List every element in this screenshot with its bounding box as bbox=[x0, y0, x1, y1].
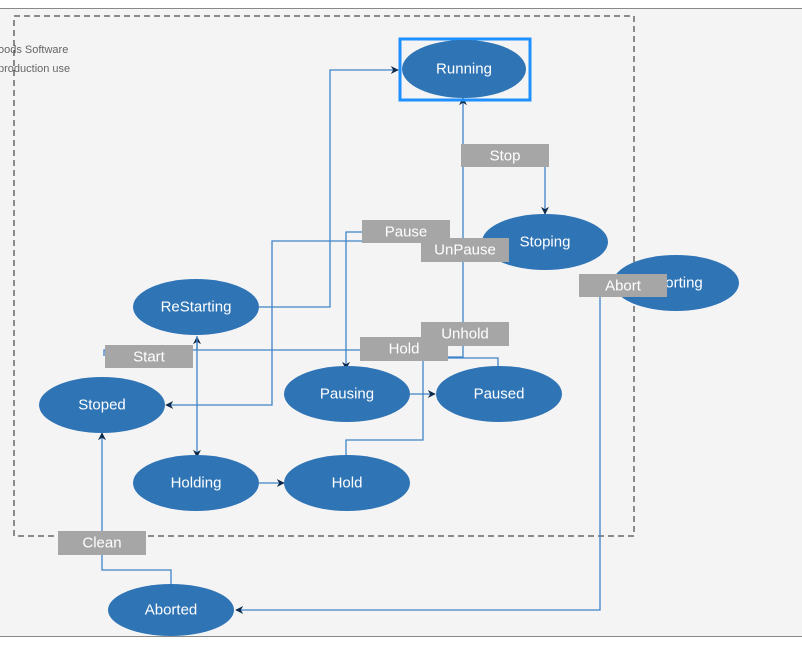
state-diagram: oods Software production use Running bbox=[0, 15, 739, 636]
edge-label-clean-text: Clean bbox=[82, 535, 121, 552]
node-stoping-label: Stoping bbox=[520, 234, 571, 251]
node-hold[interactable]: Hold bbox=[284, 455, 410, 511]
node-running-label: Running bbox=[436, 61, 492, 78]
edge-aborted-stoped[interactable] bbox=[98, 432, 172, 585]
node-stoped[interactable]: Stoped bbox=[39, 377, 165, 433]
edge-label-pause-text: Pause bbox=[385, 224, 428, 241]
edge-stoping-stoped[interactable] bbox=[165, 240, 421, 409]
edge-start-path[interactable] bbox=[103, 349, 420, 356]
edge-label-abort[interactable]: Abort bbox=[579, 274, 667, 297]
node-paused[interactable]: Paused bbox=[436, 366, 562, 422]
selection-highlight bbox=[398, 37, 532, 102]
edge-label-stop[interactable]: Stop bbox=[461, 144, 549, 167]
node-hold-label: Hold bbox=[332, 475, 363, 492]
node-holding-label: Holding bbox=[171, 475, 222, 492]
edge-hold-to-unhold[interactable] bbox=[345, 350, 424, 458]
edge-label-start-text: Start bbox=[133, 349, 166, 366]
edge-label-unhold[interactable]: Unhold bbox=[421, 322, 509, 346]
edge-label-start[interactable]: Start bbox=[105, 345, 193, 368]
node-aborted-label: Aborted bbox=[145, 602, 198, 619]
node-aborted[interactable]: Aborted bbox=[108, 584, 234, 636]
node-pausing-label: Pausing bbox=[320, 386, 374, 403]
edge-label-hold-text: Hold bbox=[389, 341, 420, 358]
diagram-canvas[interactable]: oods Software production use Running bbox=[0, 8, 802, 637]
node-paused-label: Paused bbox=[474, 386, 525, 403]
node-holding[interactable]: Holding bbox=[133, 455, 259, 511]
node-stoping[interactable]: Stoping bbox=[482, 214, 608, 270]
watermark-line2: production use bbox=[0, 63, 70, 75]
watermark-line1: oods Software bbox=[0, 44, 68, 56]
node-restarting-label: ReStarting bbox=[161, 299, 232, 316]
edge-label-pause[interactable]: Pause bbox=[362, 220, 450, 243]
node-restarting[interactable]: ReStarting bbox=[133, 279, 259, 335]
node-stoped-label: Stoped bbox=[78, 397, 126, 414]
edge-restarting-running[interactable] bbox=[259, 66, 399, 308]
edge-label-clean[interactable]: Clean bbox=[58, 531, 146, 555]
edge-label-unpause-text: UnPause bbox=[434, 242, 496, 259]
edge-label-stop-text: Stop bbox=[490, 148, 521, 165]
edge-label-unpause[interactable]: UnPause bbox=[421, 238, 509, 262]
node-aborting-label: orting bbox=[665, 275, 703, 292]
node-running[interactable]: Running bbox=[398, 37, 532, 102]
edge-label-unhold-text: Unhold bbox=[441, 326, 489, 343]
edge-label-abort-text: Abort bbox=[605, 278, 642, 295]
node-pausing[interactable]: Pausing bbox=[284, 366, 410, 422]
